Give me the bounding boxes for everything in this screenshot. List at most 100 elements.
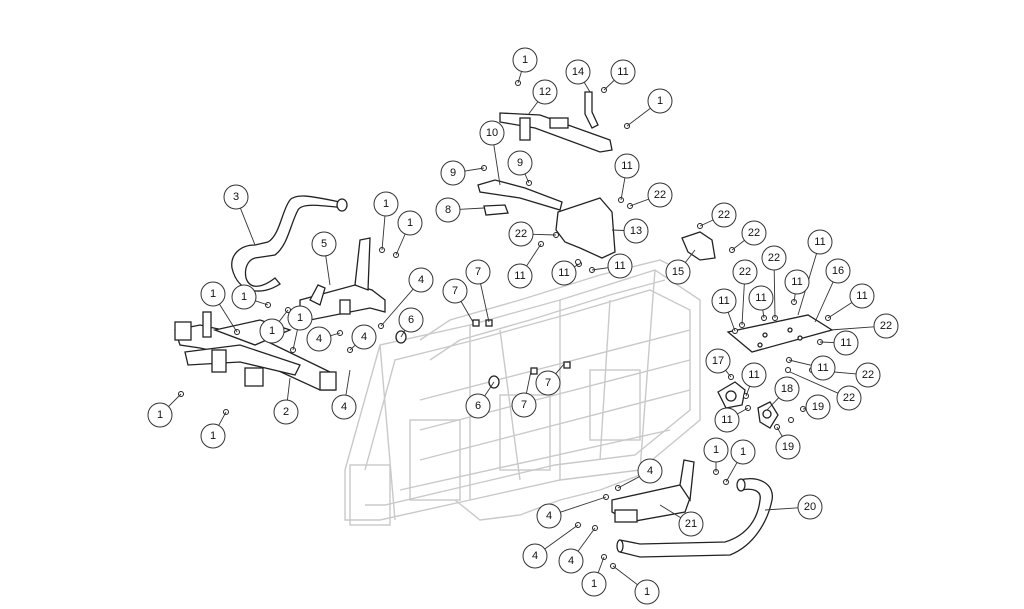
leader-line xyxy=(460,301,474,323)
callout-1: 1 xyxy=(259,318,285,344)
leader-line xyxy=(330,332,341,337)
callout-circle xyxy=(810,355,836,381)
callout-4: 4 xyxy=(637,458,663,484)
callout-16: 16 xyxy=(825,258,851,284)
callout-label: 1 xyxy=(522,54,528,66)
callout-circle xyxy=(536,503,562,529)
callout-22: 22 xyxy=(873,313,899,339)
callout-label: 10 xyxy=(486,127,498,139)
callout-circle xyxy=(703,437,729,463)
callout-circle xyxy=(532,79,558,105)
leader-line xyxy=(218,411,227,426)
leader-line xyxy=(493,144,501,186)
callout-label: 4 xyxy=(316,333,322,345)
leader-line xyxy=(583,82,591,93)
callout-9: 9 xyxy=(440,160,466,186)
callout-11: 11 xyxy=(833,330,859,356)
callout-label: 1 xyxy=(657,95,663,107)
callout-circle xyxy=(634,579,660,605)
callout-circle xyxy=(351,324,377,350)
callout-18: 18 xyxy=(774,376,800,402)
callout-label: 11 xyxy=(748,369,759,381)
callout-circle xyxy=(784,269,810,295)
part-5-bracket xyxy=(299,237,386,321)
callout-10: 10 xyxy=(479,120,505,146)
callout-label: 6 xyxy=(475,400,481,412)
callout-label: 13 xyxy=(630,225,642,237)
leader-line xyxy=(459,207,485,210)
callout-11: 11 xyxy=(784,269,810,295)
callout-20: 20 xyxy=(797,494,823,520)
callout-11: 11 xyxy=(741,362,767,388)
callout-circle xyxy=(507,150,533,176)
leader-line xyxy=(626,107,651,127)
leader-line xyxy=(560,496,607,513)
leader-line xyxy=(776,426,783,437)
leader-line xyxy=(239,207,256,246)
callout-circle xyxy=(551,260,577,286)
callout-circle xyxy=(610,59,636,85)
leader-line xyxy=(400,330,406,338)
callout-label: 11 xyxy=(617,66,628,78)
callout-circle xyxy=(373,191,399,217)
callout-22: 22 xyxy=(741,220,767,246)
callout-circle xyxy=(397,210,423,236)
callout-circle xyxy=(741,220,767,246)
callout-circle xyxy=(665,259,691,285)
part-8-clip xyxy=(483,204,509,216)
callout-label: 15 xyxy=(672,266,684,278)
callout-circle xyxy=(512,47,538,73)
callout-circle xyxy=(836,385,862,411)
callout-label: 8 xyxy=(445,204,451,216)
part-7-clips xyxy=(472,319,571,375)
callout-11: 11 xyxy=(507,263,533,289)
callout-12: 12 xyxy=(532,79,558,105)
callout-22: 22 xyxy=(508,221,534,247)
leader-line xyxy=(725,462,738,483)
callout-circle xyxy=(775,434,801,460)
callout-3: 3 xyxy=(223,184,249,210)
callout-15: 15 xyxy=(665,259,691,285)
callout-circle xyxy=(331,394,357,420)
leader-line xyxy=(827,302,853,319)
leader-line xyxy=(591,267,609,271)
callout-label: 2 xyxy=(283,406,289,418)
callout-4: 4 xyxy=(558,548,584,574)
leader-line xyxy=(525,370,532,394)
leader-line xyxy=(544,524,579,550)
callout-circle xyxy=(507,263,533,289)
callout-21: 21 xyxy=(678,511,704,537)
leader-line xyxy=(764,507,799,511)
callout-7: 7 xyxy=(535,370,561,396)
leader-line xyxy=(819,341,835,343)
callout-label: 4 xyxy=(568,555,574,567)
part-15-bracket xyxy=(681,231,716,261)
callout-label: 21 xyxy=(685,518,697,530)
callout-circle xyxy=(440,160,466,186)
callout-1: 1 xyxy=(397,210,423,236)
callout-2: 2 xyxy=(273,399,299,425)
part-20-rear-tube xyxy=(616,478,773,558)
callout-circle xyxy=(522,543,548,569)
callout-4: 4 xyxy=(536,503,562,529)
leader-line xyxy=(577,527,596,552)
callout-label: 7 xyxy=(475,266,481,278)
callout-label: 22 xyxy=(768,252,780,264)
callout-label: 22 xyxy=(880,320,892,332)
callout-circle xyxy=(479,120,505,146)
callout-11: 11 xyxy=(551,260,577,286)
callout-circle xyxy=(607,253,633,279)
callout-7: 7 xyxy=(511,392,537,418)
part-17-flange xyxy=(717,381,746,409)
part-21-rear-bracket xyxy=(611,459,695,523)
leader-line xyxy=(286,377,291,401)
callout-circle xyxy=(647,88,673,114)
callout-circle xyxy=(306,326,332,352)
leader-line xyxy=(629,198,649,207)
callout-label: 1 xyxy=(407,217,413,229)
callout-19: 19 xyxy=(775,434,801,460)
callout-label: 6 xyxy=(408,314,414,326)
callout-22: 22 xyxy=(647,182,673,208)
leader-line xyxy=(611,229,625,231)
callout-circle xyxy=(705,348,731,374)
